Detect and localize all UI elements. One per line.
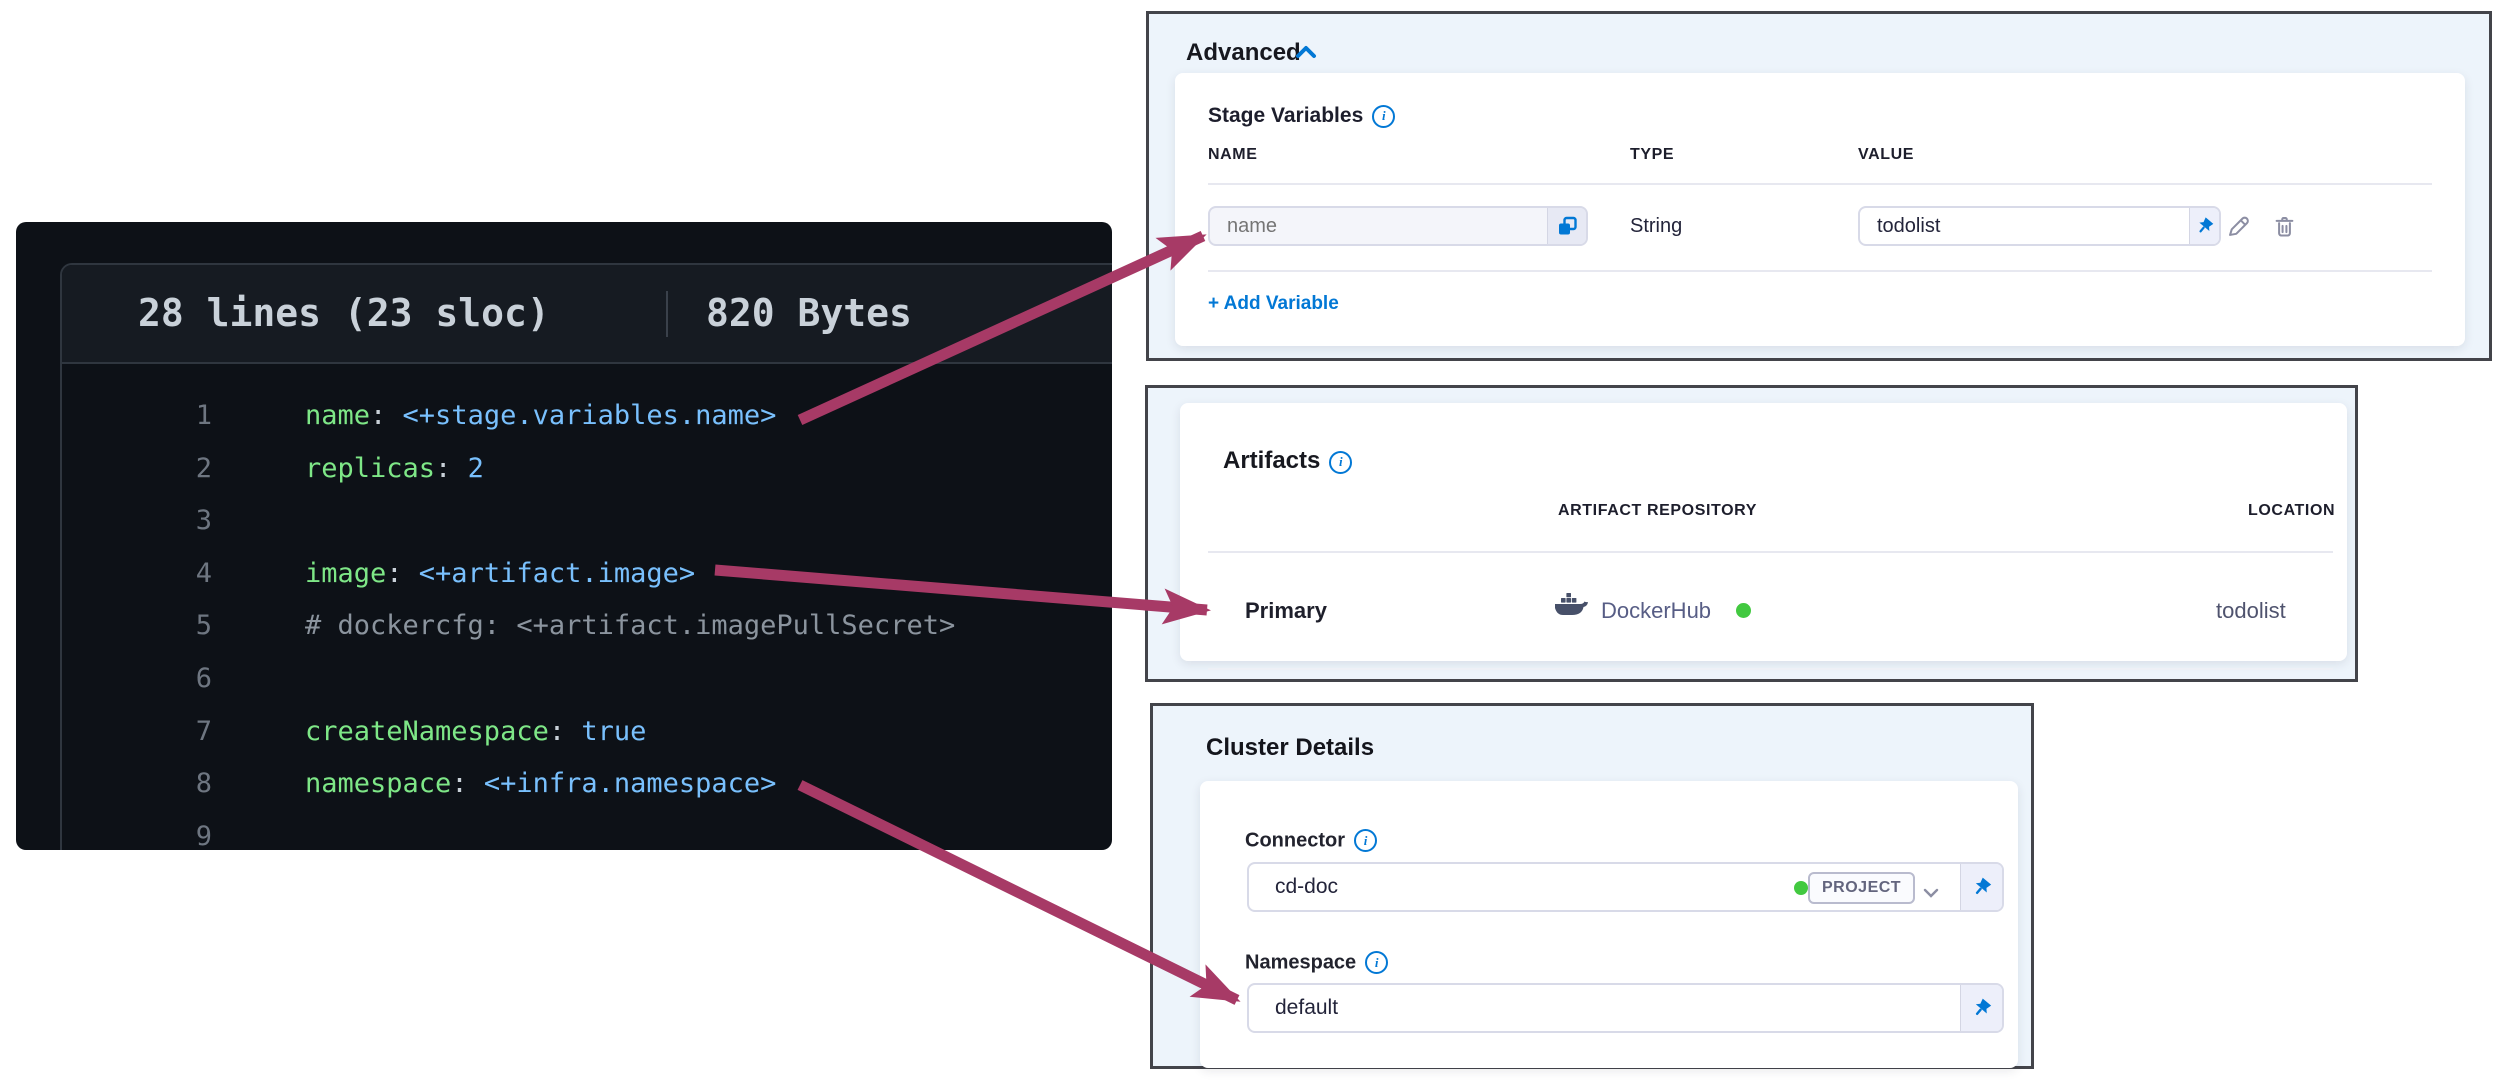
advanced-title: Advanced: [1186, 39, 1301, 66]
divider: [1208, 270, 2432, 272]
divider: [1208, 668, 2333, 670]
pencil-icon: [2229, 216, 2249, 236]
file-size-info: 820 Bytes: [706, 291, 912, 335]
column-header-name: NAME: [1208, 146, 1258, 163]
namespace-value: default: [1275, 996, 1339, 1019]
stage-variables-title-text: Stage Variables: [1208, 104, 1364, 127]
code-lines: 1 name: <+stage.variables.name> 2 replicas:…: [64, 390, 1112, 850]
artifact-repository-name[interactable]: DockerHub: [1601, 598, 1712, 623]
code-file-header: 28 lines (23 sloc) 820 Bytes: [62, 265, 1112, 364]
delete-variable-button[interactable]: [2271, 213, 2298, 245]
line-number: 6: [195, 662, 212, 694]
code-file-box: 28 lines (23 sloc) 820 Bytes 1 name: <+st…: [60, 263, 1112, 850]
code-text: # dockercfg: <+artifact.imagePullSecret>: [305, 610, 956, 642]
code-line: 1 name: <+stage.variables.name>: [64, 390, 1112, 443]
line-number: 5: [195, 610, 212, 642]
code-line: 7 createNamespace: true: [64, 706, 1112, 759]
line-number: 9: [195, 820, 212, 850]
code-text: image: <+artifact.image>: [305, 557, 696, 589]
connector-label: Connector i: [1245, 829, 1377, 852]
status-dot-green: [1736, 603, 1751, 618]
connector-label-text: Connector: [1245, 829, 1345, 852]
pin-icon: [1975, 877, 1991, 895]
divider: [1208, 183, 2432, 185]
info-icon[interactable]: i: [1354, 829, 1377, 852]
info-icon[interactable]: i: [1372, 104, 1396, 128]
code-text: replicas: 2: [305, 452, 484, 484]
add-variable-button[interactable]: + Add Variable: [1208, 293, 1339, 314]
code-file-panel: 28 lines (23 sloc) 820 Bytes 1 name: <+st…: [16, 222, 1112, 850]
artifact-location: todolist: [2216, 598, 2286, 623]
connector-input[interactable]: cd-doc PROJECT: [1247, 862, 2004, 912]
status-dot-green: [1794, 881, 1808, 895]
info-icon[interactable]: i: [1329, 450, 1353, 474]
namespace-input[interactable]: default: [1247, 983, 2004, 1033]
cluster-details-card: Connector i cd-doc PROJECT: [1200, 781, 2018, 1068]
pin-namespace-button[interactable]: [1960, 985, 2002, 1031]
chevron-down-icon[interactable]: [1923, 881, 1939, 905]
code-line: 5 # dockercfg: <+artifact.imagePullSecret…: [64, 600, 1112, 653]
stage-variables-card: Stage Variables i NAME TYPE VALUE String: [1175, 73, 2465, 346]
line-number: 2: [195, 452, 212, 484]
chevron-up-icon[interactable]: [1295, 44, 1317, 65]
variable-name-input-wrap: [1208, 206, 1588, 246]
copy-icon: [1558, 216, 1577, 234]
column-header-type: TYPE: [1630, 146, 1675, 163]
code-line: 9: [64, 811, 1112, 850]
connector-value: cd-doc: [1275, 875, 1339, 898]
divider: [1208, 551, 2333, 553]
variable-type: String: [1630, 215, 1683, 237]
code-line: 6: [64, 653, 1112, 706]
artifacts-title: Artifacts i: [1223, 447, 1353, 475]
line-number: 8: [195, 768, 212, 800]
cluster-details-title: Cluster Details: [1206, 734, 1375, 761]
cluster-details-panel: Cluster Details Connector i cd-doc PROJEC…: [1150, 703, 2034, 1069]
code-line: 3: [64, 495, 1112, 548]
header-divider: [666, 291, 668, 337]
artifact-row-label: Primary: [1245, 598, 1327, 623]
pin-icon: [2198, 217, 2213, 233]
file-lines-info: 28 lines (23 sloc): [138, 291, 550, 335]
namespace-label: Namespace i: [1245, 951, 1389, 974]
code-text: name: <+stage.variables.name>: [305, 400, 777, 431]
code-line: 8 namespace: <+infra.namespace>: [64, 758, 1112, 811]
copy-variable-button[interactable]: [1547, 208, 1586, 244]
namespace-label-text: Namespace: [1245, 951, 1357, 974]
code-text: createNamespace: true: [305, 715, 647, 747]
line-number: 1: [195, 400, 212, 431]
edit-variable-button[interactable]: [2225, 213, 2252, 245]
line-number: 3: [195, 505, 212, 537]
variable-name-input[interactable]: [1210, 208, 1586, 244]
code-line: 2 replicas: 2: [64, 443, 1112, 496]
variable-value-input-wrap: [1858, 206, 2221, 246]
scope-badge: PROJECT: [1808, 872, 1916, 904]
variable-value-input[interactable]: [1860, 208, 2219, 244]
advanced-panel: Advanced Stage Variables i NAME TYPE VALU…: [1146, 11, 2492, 361]
code-text: namespace: <+infra.namespace>: [305, 768, 777, 800]
column-header-artifact-repository: ARTIFACT REPOSITORY: [1558, 502, 1757, 519]
docker-whale-icon: [1554, 593, 1588, 625]
code-line: 4 image: <+artifact.image>: [64, 548, 1112, 601]
column-header-value: VALUE: [1858, 146, 1915, 163]
trash-icon: [2275, 217, 2294, 237]
line-number: 7: [195, 715, 212, 747]
artifacts-title-text: Artifacts: [1223, 447, 1321, 474]
pin-connector-button[interactable]: [1960, 864, 2002, 910]
column-header-location: LOCATION: [2248, 502, 2336, 519]
line-number: 4: [195, 557, 212, 589]
pin-value-button[interactable]: [2189, 208, 2219, 244]
stage-variables-title: Stage Variables i: [1208, 103, 1396, 129]
pin-icon: [1975, 998, 1991, 1016]
info-icon[interactable]: i: [1365, 951, 1389, 974]
